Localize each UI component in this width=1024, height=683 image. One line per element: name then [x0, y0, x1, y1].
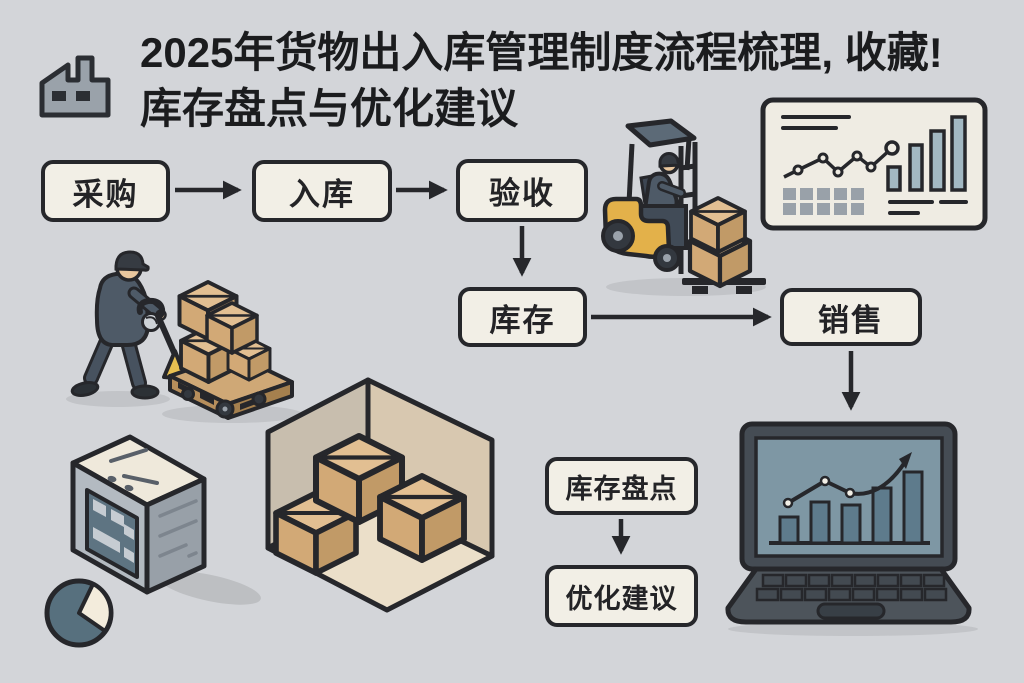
laptop-trend-line: [782, 452, 912, 509]
flow-label-inspection: 验收: [489, 176, 555, 211]
card-footer-lines: [888, 200, 968, 215]
device-box-illustration: [70, 434, 261, 605]
flow-label-inventory: 库存: [489, 302, 556, 338]
flow-box-inbound: 入库: [252, 160, 392, 222]
device-side-lines: [158, 499, 198, 558]
flow-box-purchase: 采购: [41, 160, 170, 222]
forklift-boxes: [690, 196, 750, 286]
title-line-1: 2025年货物出入库管理制度流程梳理, 收藏!: [140, 29, 943, 76]
worker-cap: [114, 250, 150, 272]
pie-chart-icon: [44, 578, 114, 648]
forklift-wheel-front: [601, 219, 635, 253]
flow-box-optimization: 优化建议: [545, 565, 698, 627]
flow-label-purchase: 采购: [72, 176, 139, 212]
worker-shoe: [130, 384, 160, 400]
warehouse-illustration: [265, 377, 495, 613]
flow-box-sales: 销售: [780, 288, 922, 346]
flow-label-inbound: 入库: [289, 176, 355, 212]
flow-label-optimization: 优化建议: [565, 583, 678, 614]
forklift-driver: [639, 152, 686, 216]
card-bar-chart: [886, 115, 967, 192]
card-line-chart: [783, 140, 900, 179]
laptop-bar-chart: [769, 470, 930, 545]
device-panel-squares: [93, 499, 134, 563]
laptop-trackpad: [816, 602, 886, 620]
factory-icon: [39, 55, 111, 118]
flow-box-stocktake: 库存盘点: [545, 457, 698, 515]
flow-label-stocktake: 库存盘点: [565, 473, 678, 504]
pallet-boxes: [177, 280, 272, 384]
flow-label-sales: 销售: [818, 302, 884, 338]
pie-slice: [77, 582, 113, 633]
flow-box-inventory: 库存: [458, 287, 587, 347]
device-top-marks: [109, 448, 159, 485]
forklift-wheel-rear: [653, 244, 681, 272]
forklift-illustration: [601, 118, 766, 296]
laptop-illustration: [725, 421, 978, 636]
card-text-lines: [781, 115, 851, 130]
flow-arrows: [175, 180, 861, 555]
card-square-grid: [783, 188, 864, 215]
laptop-keyboard: [755, 573, 948, 602]
worker-shoe: [70, 381, 100, 397]
forklift-roof: [625, 118, 697, 148]
title-line-2: 库存盘点与优化建议: [140, 85, 519, 132]
flow-box-inspection: 验收: [456, 159, 588, 222]
analytics-card: [760, 97, 988, 231]
